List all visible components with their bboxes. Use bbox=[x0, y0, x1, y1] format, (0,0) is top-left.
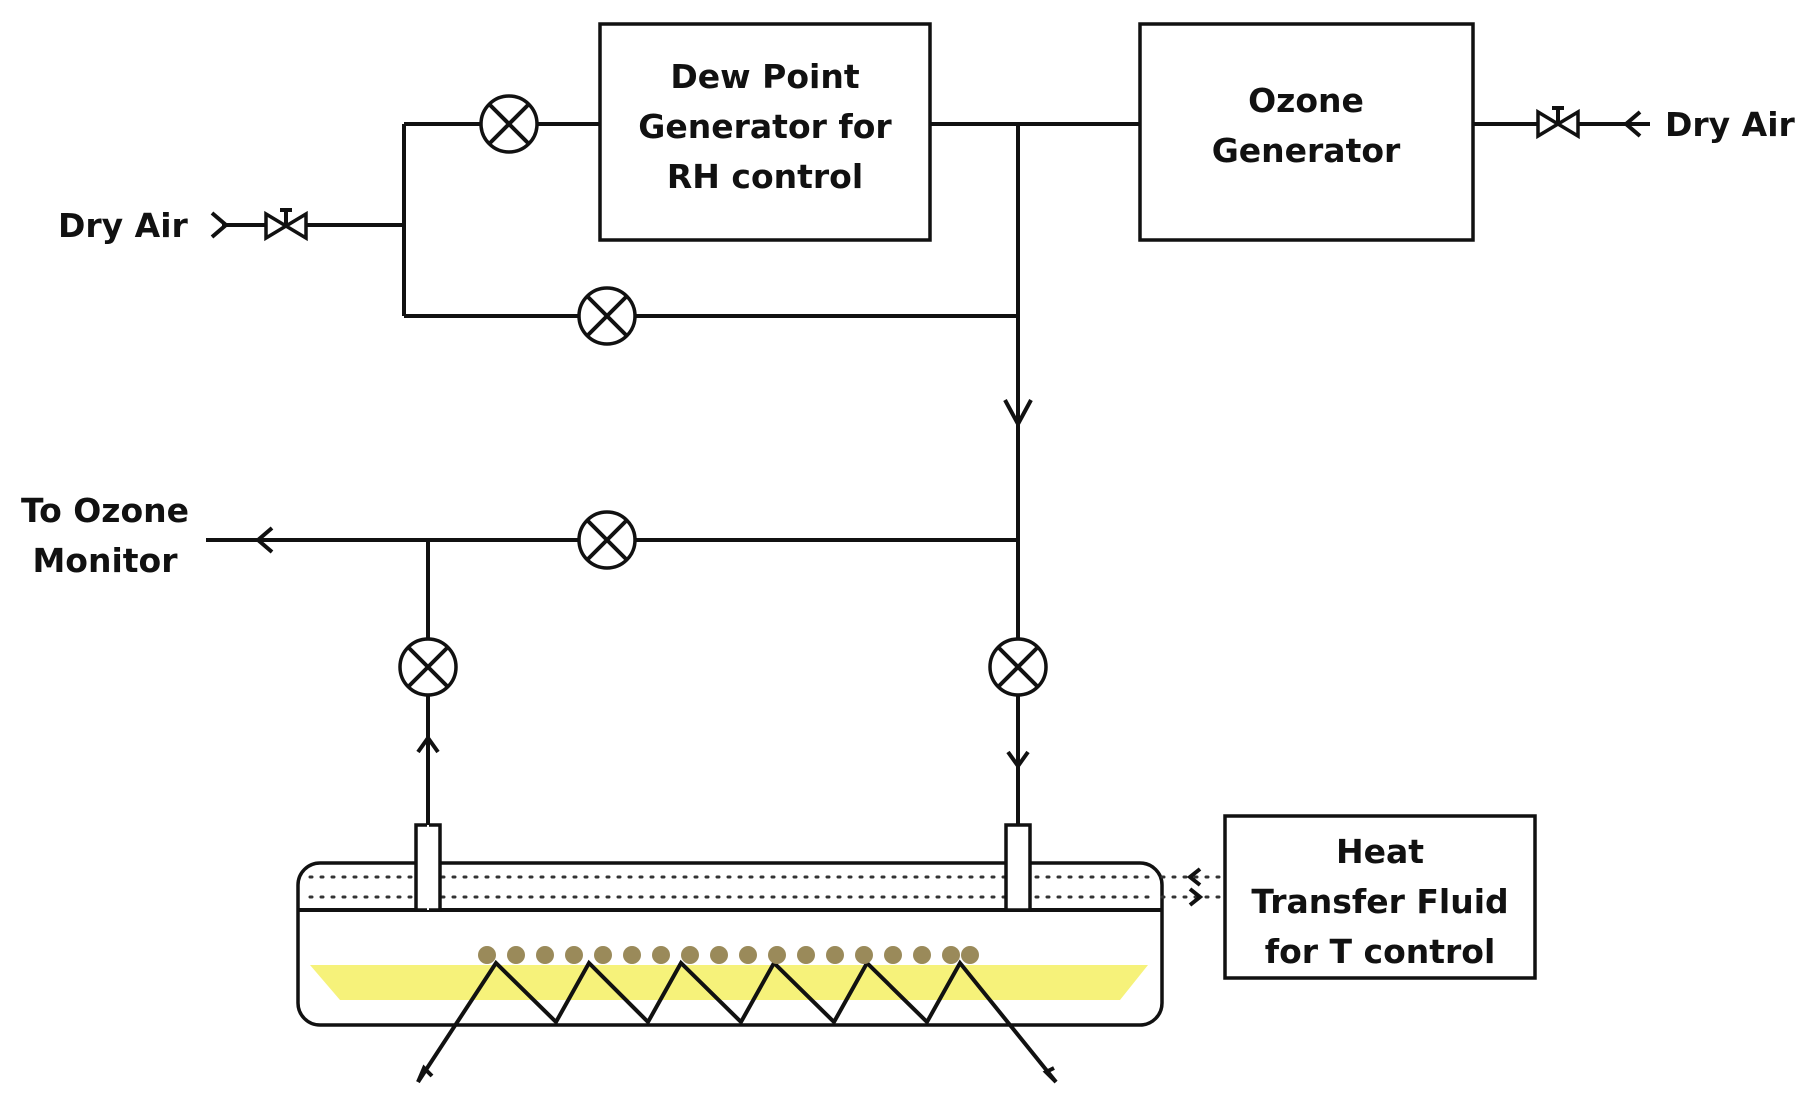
flow-valve-inlet bbox=[988, 637, 1048, 697]
dew-point-label-line3: RH control bbox=[667, 157, 863, 196]
shutoff-valve-left bbox=[264, 208, 308, 242]
heat-fluid-connections bbox=[1160, 867, 1227, 907]
ozone-monitor-label-line2: Monitor bbox=[32, 541, 178, 580]
arrow-up-icon bbox=[416, 734, 440, 754]
flow-valve-monitor bbox=[577, 510, 637, 570]
particles bbox=[478, 946, 979, 964]
dew-point-label-line1: Dew Point bbox=[670, 57, 859, 96]
heat-fluid-label-line3: for T control bbox=[1265, 932, 1496, 971]
flow-valve-outlet bbox=[398, 637, 458, 697]
dew-point-generator-box bbox=[598, 22, 932, 242]
flow-valve-top bbox=[479, 94, 539, 154]
arrow-down-icon bbox=[1006, 750, 1030, 770]
dry-air-right-label: Dry Air bbox=[1665, 105, 1796, 144]
arrow-left-icon bbox=[254, 526, 274, 554]
heat-fluid-label-line2: Transfer Fluid bbox=[1251, 882, 1508, 921]
heat-fluid-label-line1: Heat bbox=[1336, 832, 1424, 871]
ozone-generator-box bbox=[1138, 22, 1475, 242]
arrow-left-icon bbox=[1622, 110, 1642, 138]
ozone-monitor-label-line1: To Ozone bbox=[21, 491, 189, 530]
inlet-tube bbox=[1004, 823, 1032, 912]
arrow-down-icon bbox=[1003, 399, 1033, 429]
sample-layer bbox=[310, 965, 1148, 1000]
heating-coil bbox=[416, 959, 1058, 1084]
exposure-chamber bbox=[296, 823, 1164, 1084]
heat-transfer-fluid-box bbox=[1223, 814, 1537, 980]
arrow-right-icon bbox=[1188, 887, 1204, 907]
dry-air-left-label: Dry Air bbox=[58, 206, 189, 245]
shutoff-valve-right bbox=[1536, 106, 1580, 140]
arrow-right-icon bbox=[210, 211, 230, 239]
flow-arrows bbox=[210, 110, 1642, 770]
ozone-generator-label-line2: Generator bbox=[1212, 131, 1401, 170]
flow-valve-bypass bbox=[577, 286, 637, 346]
ozone-generator-label-line1: Ozone bbox=[1248, 81, 1364, 120]
arrow-left-icon bbox=[1186, 867, 1202, 887]
dew-point-label-line2: Generator for bbox=[638, 107, 892, 146]
